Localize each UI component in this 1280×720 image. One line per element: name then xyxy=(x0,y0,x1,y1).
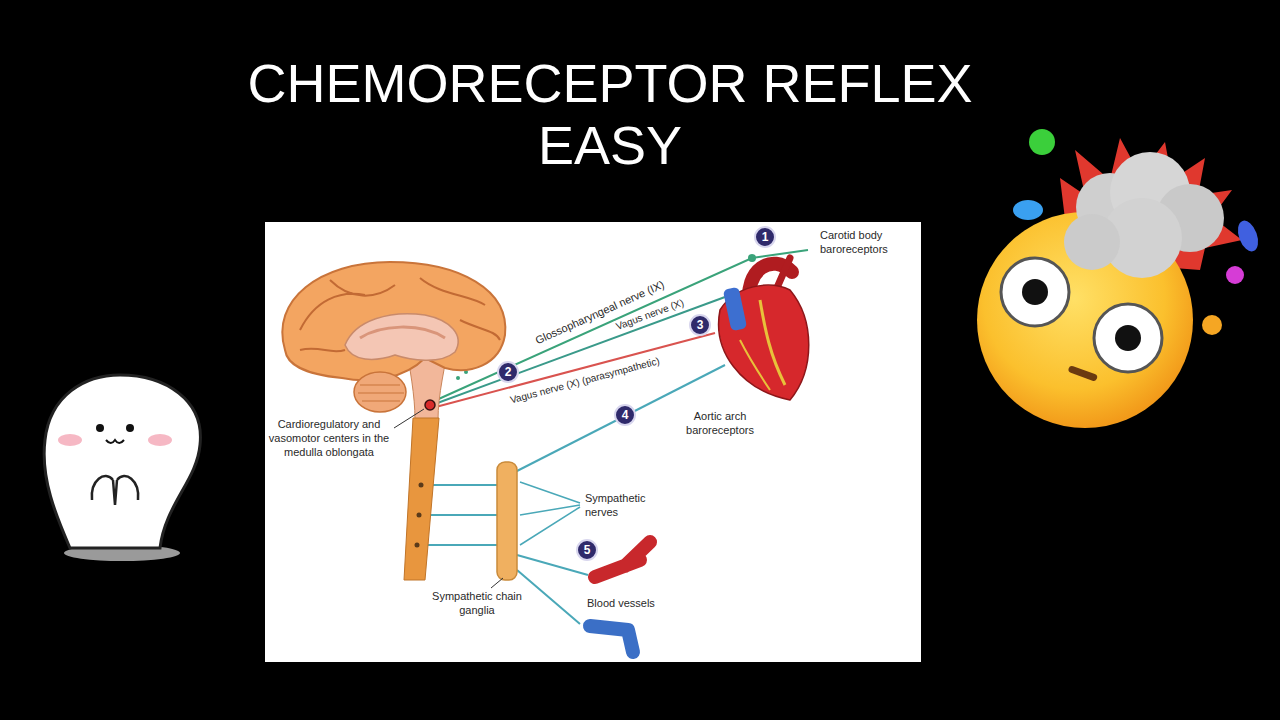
part-label: Cardioregulatory and vasomotor centers i… xyxy=(266,418,392,459)
brain xyxy=(282,262,505,380)
brain xyxy=(360,327,445,338)
callout-number: 2 xyxy=(497,361,519,383)
heart xyxy=(719,285,809,400)
brain xyxy=(354,372,406,412)
nerve-lines xyxy=(520,482,580,545)
brain xyxy=(282,262,505,420)
diagram-panel xyxy=(265,222,921,662)
heart xyxy=(719,254,809,400)
cute-blob-sticker xyxy=(148,434,172,446)
exploding-head-emoji xyxy=(977,129,1262,428)
spinal-cord xyxy=(394,400,439,580)
exploding-head-emoji xyxy=(1029,129,1055,155)
nerve-lines xyxy=(456,376,460,380)
exploding-head-emoji xyxy=(1094,304,1162,372)
cute-blob-sticker xyxy=(96,424,104,432)
spinal-cord xyxy=(394,409,424,428)
cute-blob-sticker xyxy=(44,375,200,548)
exploding-head-emoji xyxy=(1022,279,1048,305)
diagram-panel xyxy=(265,222,921,662)
brain xyxy=(358,385,404,401)
blood-vessels xyxy=(590,626,633,652)
callout-number-text: 3 xyxy=(697,319,704,331)
cute-blob-sticker xyxy=(58,434,82,446)
blood-vessels xyxy=(595,542,650,577)
heart xyxy=(760,300,785,385)
callout-number: 5 xyxy=(576,539,598,561)
exploding-head-emoji xyxy=(1115,325,1141,351)
exploding-head-emoji xyxy=(1226,266,1244,284)
heart xyxy=(740,340,770,390)
part-label: Blood vessels xyxy=(587,597,655,611)
part-label: Sympathetic nerves xyxy=(585,492,665,520)
callout-number: 1 xyxy=(754,226,776,248)
title-text: CHEMORECEPTOR REFLEX EASY xyxy=(220,52,1000,176)
spinal-cord xyxy=(415,543,420,548)
exploding-head-emoji xyxy=(1068,365,1099,382)
cute-blob-sticker xyxy=(106,440,124,443)
callout-number-text: 5 xyxy=(584,544,591,556)
part-label: Carotid body baroreceptors xyxy=(820,229,918,257)
part-label: Sympathetic chain ganglia xyxy=(428,590,526,618)
spinal-cord xyxy=(417,513,422,518)
nerve-lines xyxy=(426,485,497,545)
callout-number: 4 xyxy=(614,404,636,426)
sympathetic-chain xyxy=(497,462,517,580)
sympathetic-chain xyxy=(491,462,517,588)
exploding-head-emoji xyxy=(1064,214,1120,270)
spinal-cord xyxy=(425,400,435,410)
heart xyxy=(748,254,756,262)
brain xyxy=(345,314,458,361)
exploding-head-emoji xyxy=(1013,200,1043,220)
cute-blob-sticker xyxy=(92,476,138,505)
cute-blob-sticker xyxy=(44,375,200,561)
spinal-cord xyxy=(404,418,439,580)
callout-number-text: 1 xyxy=(762,231,769,243)
spinal-cord xyxy=(419,483,424,488)
cute-blob-sticker xyxy=(126,424,134,432)
part-label: Aortic arch baroreceptors xyxy=(670,410,770,438)
nerve-lines xyxy=(517,555,588,624)
exploding-head-emoji xyxy=(1001,258,1069,326)
callout-number: 3 xyxy=(689,314,711,336)
callout-number-text: 4 xyxy=(622,409,629,421)
nerve-lines xyxy=(515,365,725,472)
callout-number-text: 2 xyxy=(505,366,512,378)
heart xyxy=(723,287,747,331)
sympathetic-chain xyxy=(491,578,503,588)
exploding-head-emoji xyxy=(1234,218,1262,254)
exploding-head-emoji xyxy=(1202,315,1222,335)
